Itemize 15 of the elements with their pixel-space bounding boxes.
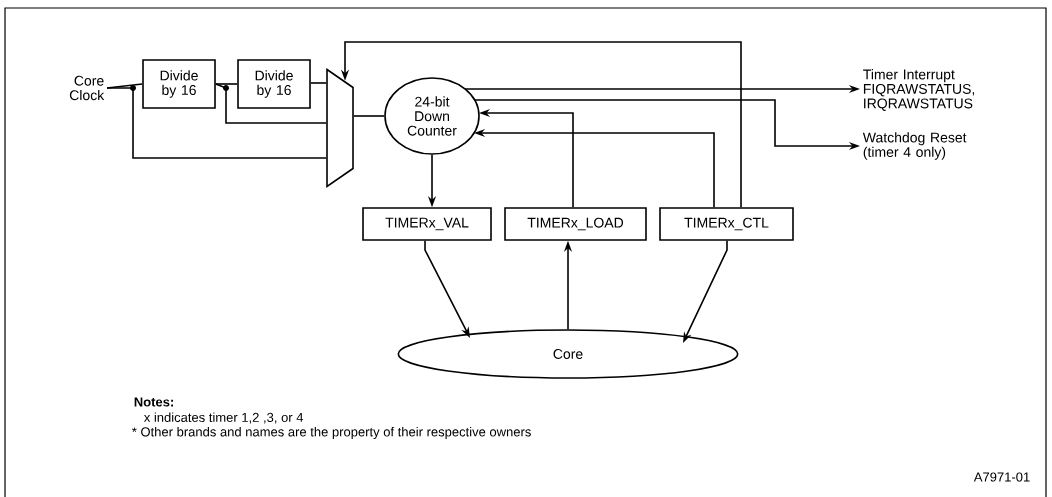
connector-line bbox=[106, 87, 327, 159]
connector-line bbox=[353, 115, 385, 117]
connector-line bbox=[215, 83, 238, 85]
register-box: TIMERx_VAL bbox=[362, 207, 492, 241]
register-box: TIMERx_LOAD bbox=[504, 207, 647, 241]
register-box: TIMERx_CTL bbox=[659, 207, 794, 241]
note-text: * Other brands and names are the property of their respective owners bbox=[132, 426, 531, 440]
output-label: Watchdog Reset (timer 4 only) bbox=[862, 132, 967, 160]
notes-heading: Notes: bbox=[134, 397, 173, 407]
output-label: Timer Interrupt FIQRAWSTATUS, IRQRAWSTATUS bbox=[863, 69, 975, 111]
note-text: x indicates timer 1,2 ,3, or 4 bbox=[143, 412, 304, 424]
figure-number: A7971-01 bbox=[973, 472, 1030, 482]
connector-line bbox=[310, 82, 327, 84]
input-label: Core Clock bbox=[69, 75, 105, 101]
connector-line bbox=[215, 83, 327, 124]
